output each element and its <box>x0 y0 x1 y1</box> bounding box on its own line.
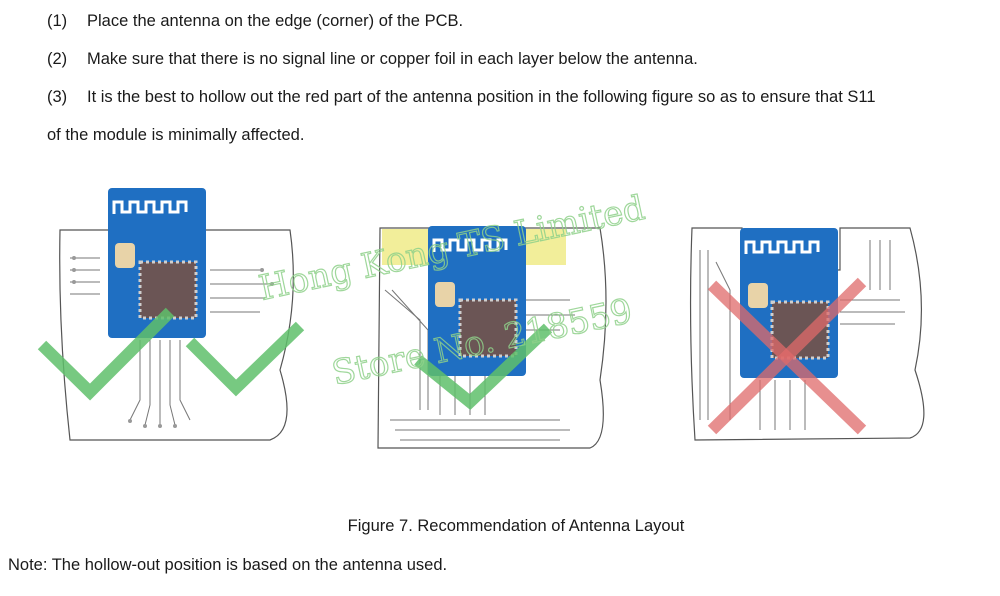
module-antenna <box>432 238 508 252</box>
module-chip <box>458 298 518 358</box>
instruction-3-continuation: of the module is minimally affected. <box>47 126 305 144</box>
instruction-3-text: It is the best to hollow out the red par… <box>87 88 876 106</box>
antenna-layout-figure: Hong Kong TS Limited Store No. 218559 <box>37 187 925 449</box>
panel-2-good-corner-layout <box>377 226 607 449</box>
check-mark <box>414 323 553 410</box>
cross-mark <box>707 277 867 435</box>
instruction-3: (3) It is the best to hollow out the red … <box>47 88 876 107</box>
panel-1-good-edge-layout <box>37 188 305 441</box>
module-antenna <box>744 240 820 254</box>
instruction-3-number: (3) <box>47 88 68 106</box>
instruction-1: (1) Place the antenna on the edge (corner… <box>47 12 463 31</box>
instruction-1-text: Place the antenna on the edge (corner) o… <box>87 12 464 30</box>
instruction-2-number: (2) <box>47 50 68 68</box>
instruction-2-text: Make sure that there is no signal line o… <box>87 50 698 68</box>
module-chip <box>138 260 198 320</box>
instruction-2: (2) Make sure that there is no signal lin… <box>47 50 698 69</box>
figure-caption: Figure 7. Recommendation of Antenna Layo… <box>347 517 685 535</box>
check-mark <box>185 321 305 397</box>
module-crystal <box>435 282 455 307</box>
pcb-traces <box>699 240 905 430</box>
instruction-1-number: (1) <box>47 12 68 30</box>
pcb-vias <box>72 256 274 428</box>
note-text: Note: The hollow-out position is based o… <box>8 556 448 574</box>
module-crystal <box>748 283 768 308</box>
panel-3-bad-layout <box>689 227 925 441</box>
module-crystal <box>115 243 135 268</box>
check-mark <box>37 307 175 401</box>
pcb-traces <box>70 257 270 426</box>
module-antenna <box>112 200 188 214</box>
